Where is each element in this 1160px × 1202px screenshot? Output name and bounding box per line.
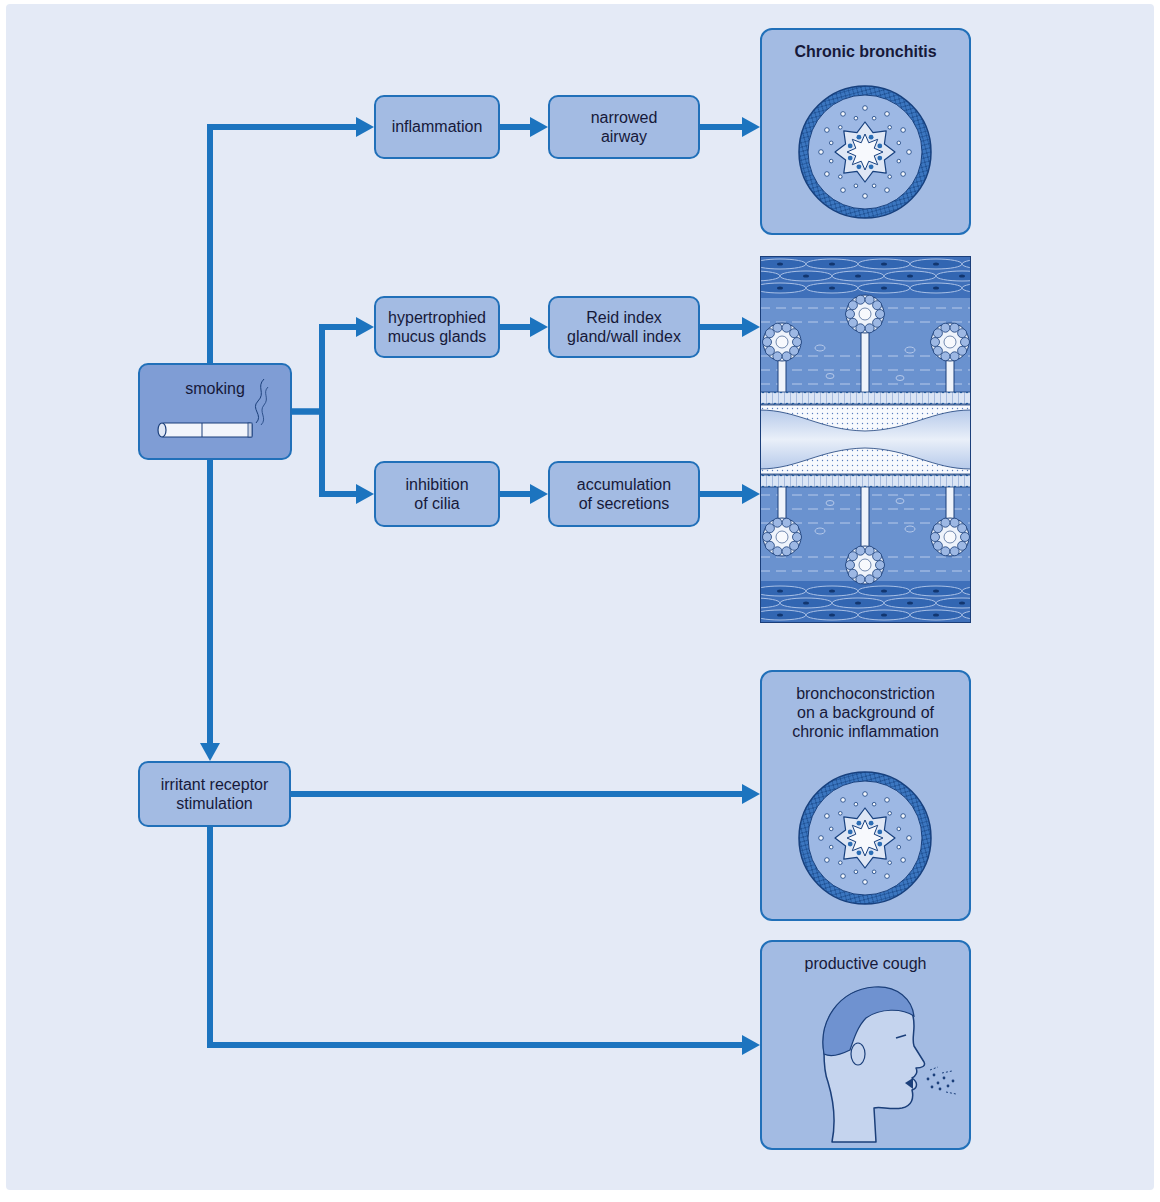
box-label: irritant receptor stimulation xyxy=(148,775,281,813)
arrow-line xyxy=(700,491,744,497)
source-box: smoking xyxy=(138,363,292,460)
arrow-head xyxy=(200,743,220,761)
box-label: accumulation of secretions xyxy=(569,475,679,513)
arrow-head xyxy=(530,117,548,137)
box-label: Reid index gland/wall index xyxy=(559,308,689,346)
connector-line xyxy=(291,791,744,797)
outcome-panel: bronchoconstriction on a background of c… xyxy=(760,670,971,921)
connector-arrow xyxy=(500,317,548,337)
panel-text: productive cough xyxy=(805,954,927,973)
connector-arrow xyxy=(500,484,548,504)
connector-line xyxy=(292,327,358,412)
arrow-head xyxy=(356,484,374,504)
arrow-head xyxy=(742,317,760,337)
outcome-panel: Chronic bronchitis xyxy=(760,28,971,235)
arrow-head xyxy=(742,484,760,504)
connector-line xyxy=(500,491,532,497)
page-ground xyxy=(6,4,1154,1190)
connector-arrow xyxy=(291,784,760,804)
connector-arrow xyxy=(500,117,548,137)
arrow-head xyxy=(742,117,760,137)
mucus-gland-histology xyxy=(760,256,971,623)
panel-text: bronchoconstriction on a background of c… xyxy=(790,684,942,742)
arrow-head xyxy=(530,484,548,504)
box-label: smoking xyxy=(185,379,245,398)
connector-line xyxy=(292,412,358,495)
connector-arrow xyxy=(200,460,220,761)
outcome-panel: productive cough xyxy=(760,940,971,1150)
process-box: hypertrophied mucus glands xyxy=(374,296,500,358)
arrow-head xyxy=(742,1035,760,1055)
panel-heading: Chronic bronchitis xyxy=(794,42,936,61)
process-box: accumulation of secretions xyxy=(548,461,700,527)
connector-line xyxy=(700,124,744,130)
process-box: inflammation xyxy=(374,95,500,159)
process-box: Reid index gland/wall index xyxy=(548,296,700,358)
connector-arrow xyxy=(210,827,760,1055)
connector-arrow xyxy=(292,317,374,412)
connector-line xyxy=(210,827,744,1045)
connector-arrow xyxy=(292,412,374,505)
connector-line xyxy=(207,460,213,745)
connector-line xyxy=(500,124,532,130)
connector-arrow xyxy=(700,117,760,137)
arrow-head xyxy=(356,317,374,337)
box-label: narrowed airway xyxy=(574,108,674,146)
arrow-head xyxy=(530,317,548,337)
connector-line xyxy=(500,324,532,330)
cigarette-icon xyxy=(140,365,290,458)
box-label: hypertrophied mucus glands xyxy=(384,308,490,346)
box-label: inflammation xyxy=(392,117,483,136)
process-box: narrowed airway xyxy=(548,95,700,159)
arrow-head xyxy=(742,784,760,804)
arrow-line xyxy=(700,324,744,330)
arrow-head xyxy=(356,117,374,137)
coughing-face xyxy=(762,942,969,1148)
process-box: inhibition of cilia xyxy=(374,461,500,527)
airway-cross-section xyxy=(762,30,969,233)
process-box: irritant receptor stimulation xyxy=(138,761,291,827)
box-label: inhibition of cilia xyxy=(397,475,477,513)
